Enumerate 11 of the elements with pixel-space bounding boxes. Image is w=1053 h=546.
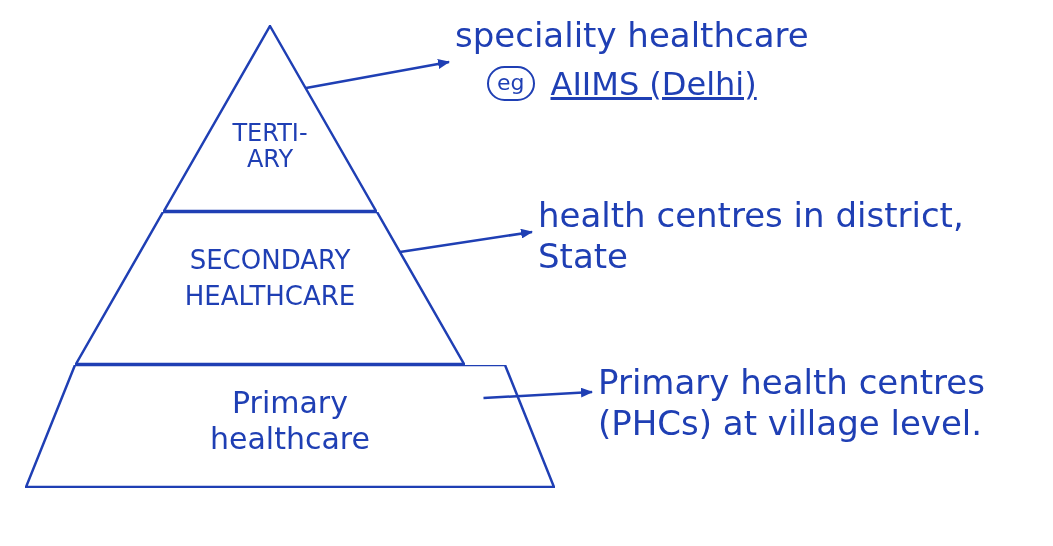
arrow bbox=[399, 228, 533, 254]
tier-label: SECONDARY HEALTHCARE bbox=[183, 244, 357, 314]
arrow bbox=[305, 59, 450, 90]
example-text: AIIMS (Delhi) bbox=[550, 63, 757, 105]
description-text: Primary health centres (PHCs) at village level. bbox=[598, 362, 986, 444]
tier-label: Primary healthcare bbox=[209, 385, 371, 457]
description-text: health centres in district, State bbox=[538, 195, 965, 277]
tier-label: TERTI-ARY bbox=[231, 120, 309, 173]
circled-note: eg bbox=[487, 66, 535, 102]
arrow bbox=[483, 387, 593, 400]
description-text: speciality healthcare bbox=[455, 15, 810, 56]
